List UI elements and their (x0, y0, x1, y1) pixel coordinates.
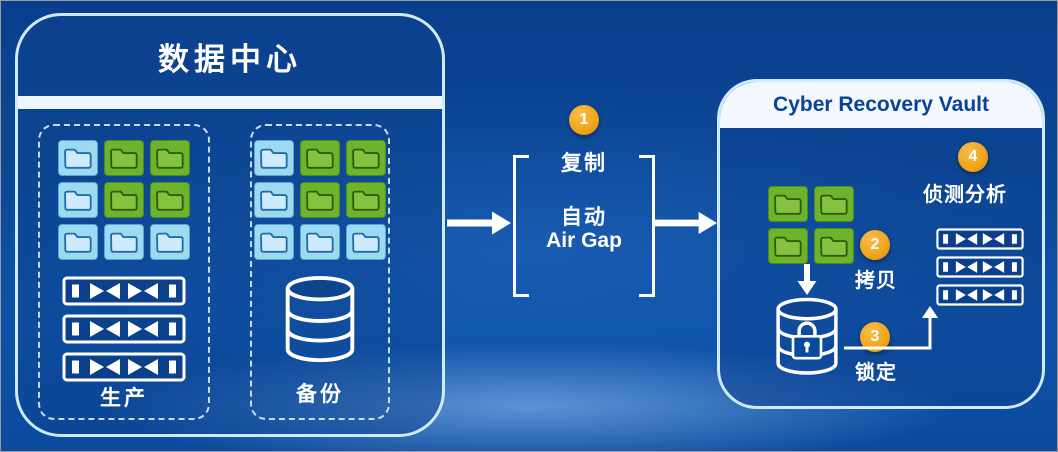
production-label: 生产 (100, 387, 148, 410)
folder-icon-green (104, 182, 144, 218)
folder-icon-green (300, 182, 340, 218)
lock-icon (791, 321, 823, 360)
folder-glyph (110, 232, 138, 253)
database-glyph (285, 275, 355, 363)
vault-storage-stack (936, 228, 1024, 306)
folder-glyph (820, 236, 848, 257)
vault-title: Cyber Recovery Vault (773, 93, 989, 116)
arrow-datacenter-to-airgap (447, 207, 511, 239)
datacenter-title: 数据中心 (158, 41, 302, 77)
arrow-airgap-to-vault (655, 207, 717, 239)
step-2-badge: 2 (860, 230, 890, 260)
left-bracket (513, 155, 529, 297)
folder-glyph (306, 232, 334, 253)
storage-array-icon (936, 284, 1024, 306)
folder-glyph (110, 190, 138, 211)
step-1-badge: 1 (569, 105, 599, 135)
right-bracket (639, 155, 655, 297)
folder-glyph (64, 232, 92, 253)
folder-glyph (260, 190, 288, 211)
folder-icon-green (150, 140, 190, 176)
arrow-folders-to-vault-database (794, 264, 820, 296)
storage-array-icon (62, 352, 186, 382)
folder-icon-blue (346, 224, 386, 260)
folder-glyph (352, 148, 380, 169)
folder-icon-green (768, 186, 808, 222)
backup-label: 备份 (296, 383, 344, 406)
airgap-group: 1 复制 自动 Air Gap (513, 105, 655, 305)
vault-database-icon (772, 294, 842, 382)
folder-icon-blue (104, 224, 144, 260)
production-folder-grid (58, 140, 190, 260)
datacenter-header: 数据中心 (18, 16, 442, 96)
folder-glyph (774, 194, 802, 215)
folder-icon-green (300, 140, 340, 176)
airgap-title-line2: Air Gap (546, 229, 622, 252)
folder-icon-blue (58, 182, 98, 218)
folder-glyph (352, 190, 380, 211)
folder-glyph (352, 232, 380, 253)
storage-array-icon (936, 256, 1024, 278)
folder-glyph (306, 190, 334, 211)
datacenter-divider (18, 96, 442, 109)
folder-icon-blue (254, 224, 294, 260)
folder-icon-green (814, 186, 854, 222)
backup-database-icon (280, 274, 360, 368)
folder-icon-green (150, 182, 190, 218)
folder-glyph (156, 190, 184, 211)
storage-array-icon (936, 228, 1024, 250)
folder-icon-blue (150, 224, 190, 260)
folder-glyph (260, 148, 288, 169)
folder-glyph (110, 148, 138, 169)
step-3-label: 锁定 (855, 362, 897, 384)
vault-panel: Cyber Recovery Vault 2 拷贝 3 锁定 4 侦测分析 (717, 79, 1045, 409)
folder-icon-blue (300, 224, 340, 260)
folder-icon-green (104, 140, 144, 176)
step-2-label: 拷贝 (855, 270, 897, 292)
step-4-badge: 4 (958, 142, 988, 172)
step-4-label: 侦测分析 (923, 184, 1007, 206)
folder-glyph (774, 236, 802, 257)
airgap-title-line1: 自动 (561, 206, 607, 229)
folder-icon-blue (58, 140, 98, 176)
folder-glyph (156, 148, 184, 169)
vault-folder-grid (768, 186, 854, 264)
folder-glyph (260, 232, 288, 253)
production-storage-stack (62, 276, 186, 382)
datacenter-panel: 数据中心 生产 备份 (15, 13, 445, 437)
vault-header: Cyber Recovery Vault (720, 82, 1042, 128)
folder-glyph (64, 190, 92, 211)
folder-icon-green (346, 182, 386, 218)
folder-icon-blue (58, 224, 98, 260)
folder-icon-green (814, 228, 854, 264)
step-1-label: 复制 (561, 152, 607, 175)
arrow-database-to-analysis (838, 304, 942, 360)
folder-glyph (306, 148, 334, 169)
backup-group: 备份 (250, 124, 390, 420)
database-glyph (776, 297, 838, 375)
folder-icon-blue (254, 140, 294, 176)
storage-array-icon (62, 314, 186, 344)
folder-icon-green (346, 140, 386, 176)
backup-folder-grid (254, 140, 386, 260)
folder-icon-green (768, 228, 808, 264)
production-group: 生产 (38, 124, 210, 420)
folder-icon-blue (254, 182, 294, 218)
folder-glyph (156, 232, 184, 253)
folder-glyph (64, 148, 92, 169)
storage-array-icon (62, 276, 186, 306)
folder-glyph (820, 194, 848, 215)
